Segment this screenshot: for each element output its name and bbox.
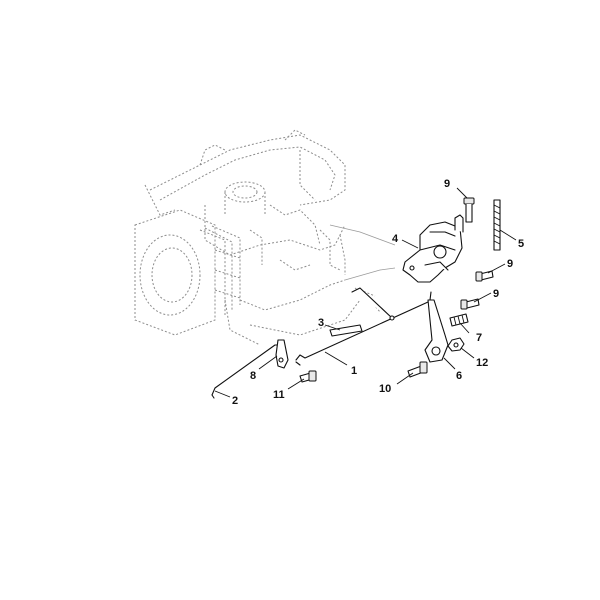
callout-11: 11 <box>273 389 285 401</box>
part-12-nut <box>447 337 465 352</box>
part-1-governor-rod <box>295 301 429 366</box>
callout-3: 3 <box>318 317 324 329</box>
engine-block-ghost <box>134 129 396 346</box>
callout-labels: 9 4 5 9 9 3 7 12 1 8 6 10 11 2 <box>232 178 524 407</box>
callout-1: 1 <box>351 365 357 377</box>
link-rod-upper <box>351 287 395 321</box>
part-8-lever <box>275 339 289 369</box>
callout-5: 5 <box>518 238 524 250</box>
part-7-spring <box>449 313 469 327</box>
callout-8: 8 <box>250 370 256 382</box>
part-5-spring <box>493 199 501 251</box>
part-9-bolt-top <box>463 197 475 223</box>
callout-4: 4 <box>392 233 399 245</box>
part-9-bolt-mid <box>475 270 494 282</box>
part-6-governor-lever <box>424 291 449 363</box>
callout-9-low: 9 <box>493 288 499 300</box>
callout-9-top: 9 <box>444 178 450 190</box>
callout-9-mid: 9 <box>507 258 513 270</box>
callout-10: 10 <box>379 383 391 395</box>
part-3-plate <box>329 324 363 337</box>
part-10-screw <box>407 361 428 378</box>
callout-2: 2 <box>232 395 238 407</box>
leader-lines <box>214 187 517 398</box>
part-4-governor-bracket <box>402 214 464 283</box>
callout-12: 12 <box>476 357 488 369</box>
part-2-choke-rod <box>211 344 280 399</box>
callout-6: 6 <box>456 370 462 382</box>
callout-7: 7 <box>476 332 482 344</box>
